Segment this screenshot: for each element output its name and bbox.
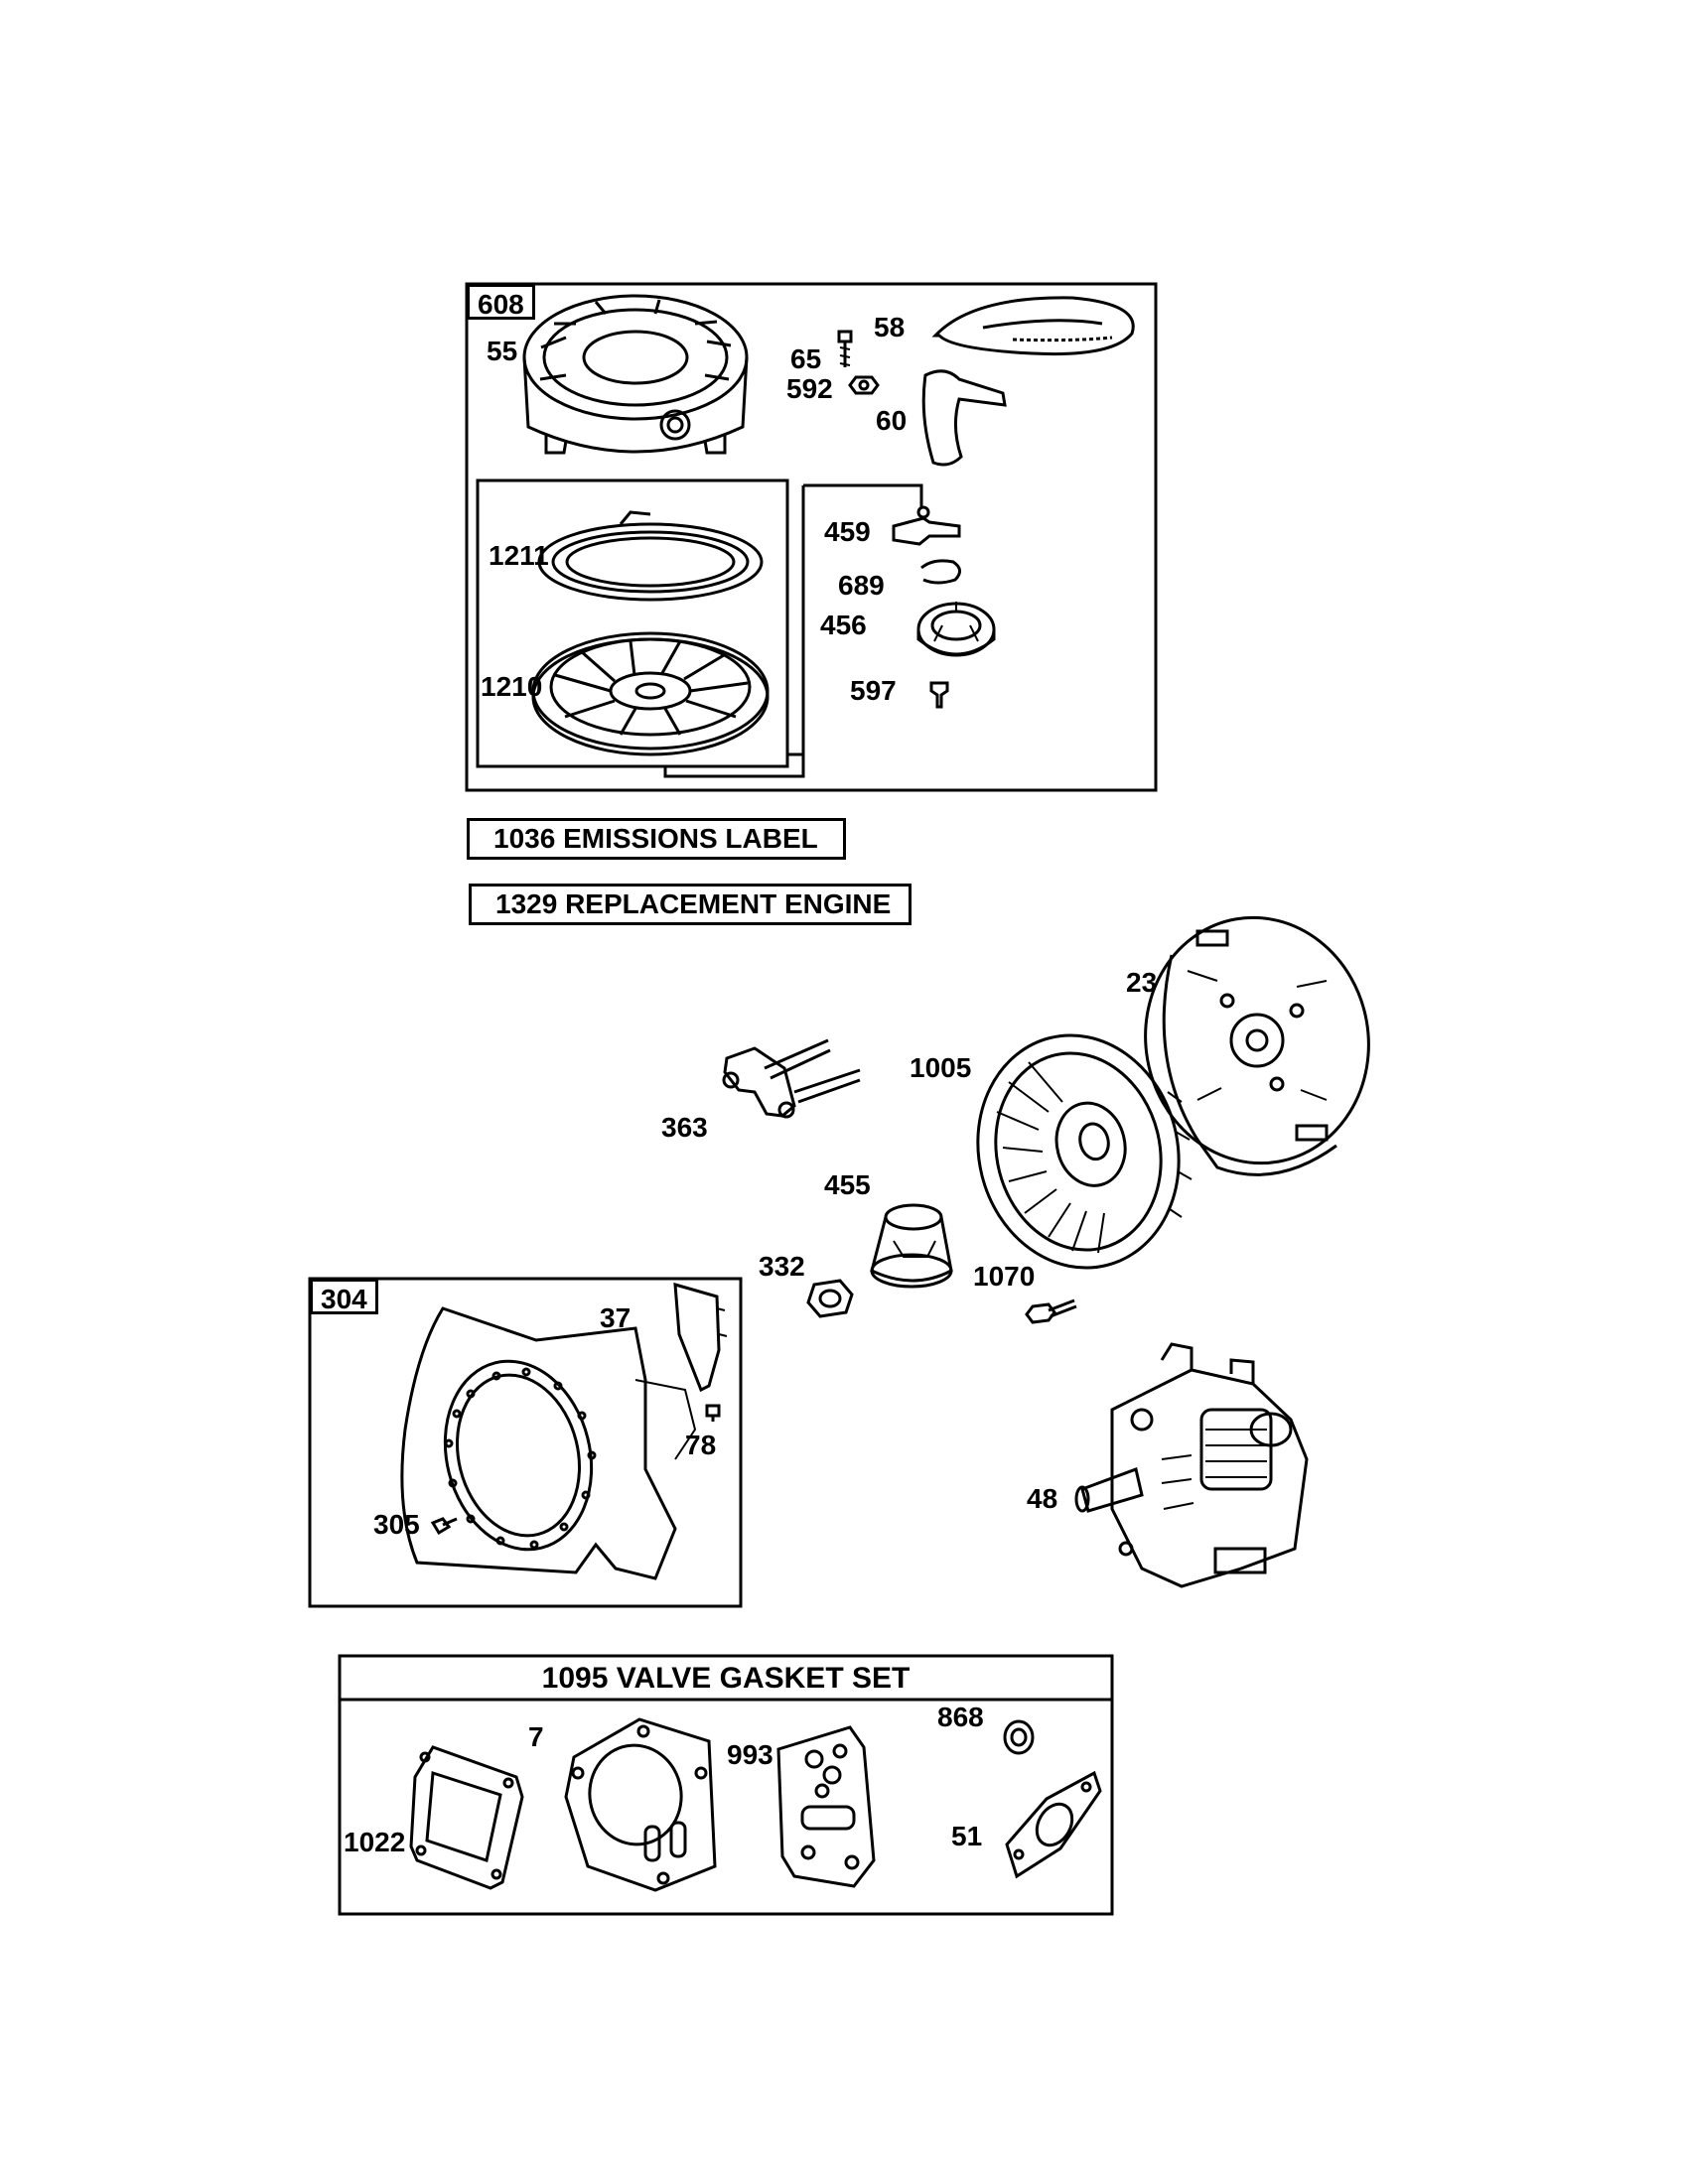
- callout-592: 592: [786, 373, 833, 404]
- flywheel-screen-part: [1144, 915, 1370, 1176]
- callout-363: 363: [661, 1112, 708, 1143]
- screw-305-part: [430, 1517, 458, 1536]
- blower-housing-part: [400, 1306, 697, 1580]
- bolt-1070-part: [1025, 1298, 1077, 1324]
- callout-1211: 1211: [489, 540, 549, 571]
- starter-cup-455-part: [870, 1203, 953, 1289]
- valve-gasket-set-frame: [338, 1654, 1114, 1916]
- valve-gasket-set-title: 1095 VALVE GASKET SET: [541, 1662, 911, 1695]
- starter-assembly-frame: [465, 282, 1158, 792]
- callout-305: 305: [373, 1509, 420, 1540]
- starter-rope-part: [931, 296, 1135, 356]
- retainer-ring-689-part: [920, 559, 961, 585]
- gasket-51-part: [1005, 1770, 1102, 1879]
- blower-housing-frame: [308, 1277, 743, 1608]
- callout-332: 332: [759, 1251, 805, 1282]
- armature-363-part: [722, 1038, 861, 1119]
- callout-23: 23: [1126, 967, 1158, 998]
- callout-868: 868: [937, 1702, 984, 1732]
- gasket-7-part: [564, 1717, 717, 1892]
- callout-58: 58: [874, 312, 906, 342]
- connector-line-459: [803, 483, 923, 508]
- connector-line-box: [787, 485, 805, 756]
- callout-60: 60: [876, 405, 908, 436]
- callout-689: 689: [838, 570, 885, 601]
- callout-65: 65: [790, 343, 822, 374]
- short-block-48-part: [1074, 1342, 1309, 1588]
- callout-48: 48: [1027, 1483, 1058, 1514]
- callout-304: 304: [310, 1279, 378, 1314]
- emissions-label-tag: 1036 EMISSIONS LABEL: [467, 818, 846, 860]
- guard-37-part: [673, 1282, 728, 1393]
- starter-handle-part: [921, 369, 1007, 467]
- gasket-993-part: [776, 1725, 876, 1888]
- starter-pulley-part: [531, 631, 770, 756]
- gasket-1022-part: [409, 1745, 524, 1890]
- callout-993: 993: [727, 1739, 773, 1770]
- callout-455: 455: [824, 1169, 871, 1200]
- callout-78: 78: [685, 1430, 717, 1460]
- callout-1005: 1005: [910, 1052, 972, 1083]
- nut-592-part: [848, 375, 880, 395]
- bolt-65-part: [837, 330, 853, 367]
- seal-868-part: [1003, 1719, 1035, 1755]
- flywheel-part: [976, 1033, 1193, 1270]
- callout-7: 7: [528, 1721, 544, 1752]
- callout-1210: 1210: [481, 671, 543, 702]
- ratchet-cup-456-part: [916, 602, 996, 657]
- recoil-spring-part: [537, 510, 764, 602]
- callout-37: 37: [600, 1302, 632, 1333]
- callout-1070: 1070: [973, 1261, 1036, 1292]
- callout-51: 51: [951, 1821, 983, 1851]
- starter-pulley-subframe: [476, 478, 789, 768]
- screw-78-part: [705, 1404, 721, 1422]
- nut-332-part: [806, 1279, 854, 1318]
- callout-608: 608: [467, 284, 535, 320]
- connector-line-bottom: [663, 754, 805, 778]
- callout-459: 459: [824, 516, 871, 547]
- replacement-engine-tag: 1329 REPLACEMENT ENGINE: [469, 884, 912, 925]
- callout-597: 597: [850, 675, 897, 706]
- callout-456: 456: [820, 610, 867, 640]
- screw-597-part: [929, 681, 949, 709]
- callout-55: 55: [487, 336, 518, 366]
- callout-1022: 1022: [344, 1827, 406, 1857]
- starter-housing-part: [522, 294, 749, 455]
- pawl-459-part: [892, 505, 961, 546]
